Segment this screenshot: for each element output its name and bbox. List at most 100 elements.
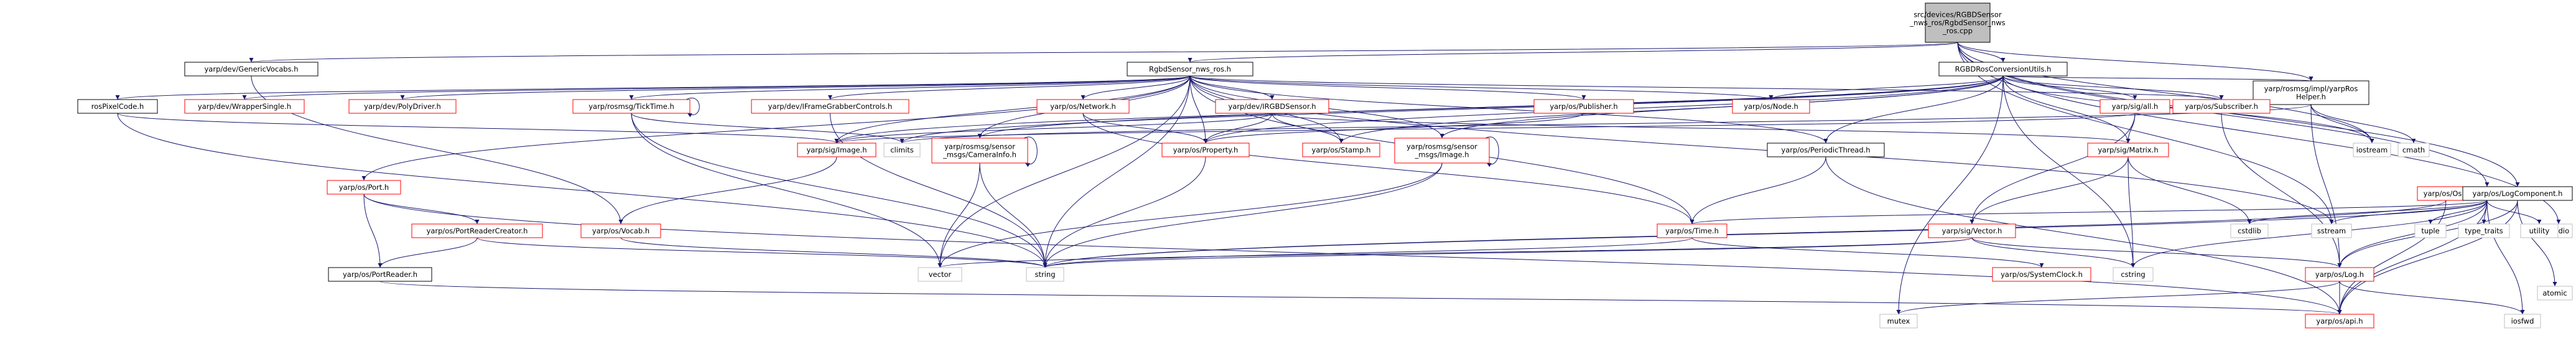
node-label: atomic	[2542, 289, 2567, 297]
node-climits[interactable]: climits	[883, 142, 921, 157]
node-tuple[interactable]: tuple	[2414, 223, 2447, 238]
node-box	[2253, 80, 2369, 105]
edge-irgbd-to-property	[1203, 113, 1273, 144]
node-portreadercreator[interactable]: yarp/os/PortReaderCreator.h	[411, 223, 543, 238]
node-box	[2311, 223, 2352, 238]
node-iosfwd[interactable]: iosfwd	[2504, 314, 2541, 329]
node-vocab[interactable]: yarp/os/Vocab.h	[580, 223, 661, 238]
node-framegrabber[interactable]: yarp/dev/IFrameGrabberControls.h	[751, 99, 909, 114]
node-stamp[interactable]: yarp/os/Stamp.h	[1302, 142, 1380, 157]
node-label: yarp/os/Node.h	[1744, 102, 1798, 111]
node-string[interactable]: string	[1026, 267, 1064, 282]
node-iostream[interactable]: iostream	[2353, 142, 2391, 157]
node-label: cstring	[2121, 270, 2145, 279]
node-camerainfo[interactable]: yarp/rosmsg/sensor_msgs/CameraInfo.h	[931, 138, 1028, 164]
node-box	[1732, 99, 1810, 114]
edge-ticktime-to-climits	[631, 113, 904, 144]
node-label: iostream	[2356, 146, 2388, 154]
node-label: yarp/os/PeriodicThread.h	[1781, 146, 1870, 154]
node-label: yarp/rosmsg/sensor	[944, 142, 1015, 151]
node-label: yarp/os/SystemClock.h	[2001, 270, 2083, 279]
node-vector[interactable]: vector	[918, 267, 962, 282]
node-cstring[interactable]: cstring	[2113, 267, 2154, 282]
node-irgbd[interactable]: yarp/dev/IRGBDSensor.h	[1215, 99, 1329, 114]
node-label: yarp/dev/IFrameGrabberControls.h	[768, 102, 893, 111]
edge-logcomponent-to-api	[2337, 200, 2518, 315]
node-label: cmath	[2402, 146, 2425, 154]
node-type-traits[interactable]: type_traits	[2458, 223, 2510, 238]
node-sigall[interactable]: yarp/sig/all.h	[2099, 99, 2170, 114]
node-logcomponent[interactable]: yarp/os/LogComponent.h	[2462, 186, 2573, 201]
node-atomic[interactable]: atomic	[2537, 286, 2573, 301]
edge-rgbdh-to-wrappersingle	[243, 75, 1191, 100]
node-label: yarp/sig/Matrix.h	[2098, 146, 2158, 154]
node-periodic[interactable]: yarp/os/PeriodicThread.h	[1767, 142, 1885, 157]
node-box	[931, 138, 1028, 164]
node-portreader[interactable]: yarp/os/PortReader.h	[328, 267, 432, 282]
node-box	[1992, 267, 2091, 282]
node-rosimage[interactable]: yarp/rosmsg/sensor_msgs/Image.h	[1394, 138, 1490, 164]
node-systemclock[interactable]: yarp/os/SystemClock.h	[1992, 267, 2091, 282]
node-cmath[interactable]: cmath	[2397, 142, 2430, 157]
node-ticktime[interactable]: yarp/rosmsg/TickTime.h	[572, 99, 690, 114]
node-label: _msgs/Image.h	[1414, 151, 1469, 159]
node-box	[2537, 286, 2573, 301]
edge-network-to-time	[1082, 113, 1695, 225]
node-sigimage[interactable]: yarp/sig/Image.h	[797, 142, 876, 157]
node-wrappersingle[interactable]: yarp/dev/WrapperSingle.h	[184, 99, 305, 114]
node-box	[2520, 223, 2559, 238]
node-label: rosPixelCode.h	[91, 102, 144, 111]
edge-rospixelcode-to-string	[117, 113, 1048, 268]
node-log[interactable]: yarp/os/Log.h	[2305, 267, 2374, 282]
node-property[interactable]: yarp/os/Property.h	[1161, 142, 1250, 157]
node-node[interactable]: yarp/os/Node.h	[1732, 99, 1810, 114]
edge-sigvector-to-cstring	[1971, 237, 2136, 268]
node-box	[2397, 142, 2430, 157]
node-utility[interactable]: utility	[2520, 223, 2559, 238]
node-rgbdh[interactable]: RgbdSensor_nws_ros.h	[1127, 62, 1253, 77]
edge-rgbdh-to-sigimage	[834, 75, 1191, 144]
node-box	[1127, 62, 1253, 77]
edge-rgbdh-to-publisher	[1189, 75, 1586, 100]
node-label: yarp/os/Port.h	[339, 183, 389, 192]
node-box	[572, 99, 690, 114]
node-root[interactable]: src/devices/RGBDSensor_nws_ros/RgbdSenso…	[1909, 2, 2006, 43]
node-label: yarp/dev/PolyDriver.h	[364, 102, 441, 111]
node-rospixelcode[interactable]: rosPixelCode.h	[77, 99, 158, 114]
node-label: iosfwd	[2511, 317, 2534, 325]
edge-rosimage-to-rosimage	[1485, 136, 1499, 167]
node-oshdr[interactable]: yarp/os/Os.h	[2417, 186, 2475, 201]
node-box	[1026, 267, 1064, 282]
node-label: sstream	[2317, 227, 2346, 235]
edge-convutils-to-sigall	[2002, 75, 2137, 100]
node-cstdlib[interactable]: cstdlib	[2230, 223, 2269, 238]
edge-logcomponent-to-atomic	[2517, 200, 2557, 287]
node-subscriber[interactable]: yarp/os/Subscriber.h	[2172, 99, 2271, 114]
node-genericvocabs[interactable]: yarp/dev/GenericVocabs.h	[184, 62, 319, 77]
edge-vocab-to-string	[620, 237, 1048, 268]
node-publisher[interactable]: yarp/os/Publisher.h	[1533, 99, 1634, 114]
node-network[interactable]: yarp/os/Network.h	[1036, 99, 1130, 114]
node-sstream[interactable]: sstream	[2311, 223, 2352, 238]
edge-logstream-to-cstring	[2131, 200, 2488, 268]
edge-convutils-to-sigmatrix	[2002, 75, 2131, 144]
edge-rgbdh-to-framegrabber	[828, 75, 1191, 100]
node-sigvector[interactable]: yarp/sig/Vector.h	[1928, 223, 2016, 238]
node-port[interactable]: yarp/os/Port.h	[327, 180, 401, 195]
node-api[interactable]: yarp/os/api.h	[2305, 314, 2374, 329]
edge-logstream-to-tuple	[2428, 200, 2488, 225]
edge-ticktime-to-ticktime	[686, 98, 700, 118]
node-label: yarp/sig/Vector.h	[1942, 227, 2002, 235]
edge-irgbd-to-sigimage	[834, 113, 1273, 144]
node-sigmatrix[interactable]: yarp/sig/Matrix.h	[2087, 142, 2169, 157]
node-mutex[interactable]: mutex	[1879, 314, 1918, 329]
node-convutils[interactable]: RGBDRosConversionUtils.h	[1938, 62, 2068, 77]
node-time[interactable]: yarp/os/Time.h	[1657, 223, 1727, 238]
node-box	[328, 267, 432, 282]
edge-rgbdh-to-polydriver	[400, 75, 1191, 100]
node-polydriver[interactable]: yarp/dev/PolyDriver.h	[348, 99, 457, 114]
node-box	[2230, 223, 2269, 238]
node-label: yarp/os/Publisher.h	[1550, 102, 1617, 111]
